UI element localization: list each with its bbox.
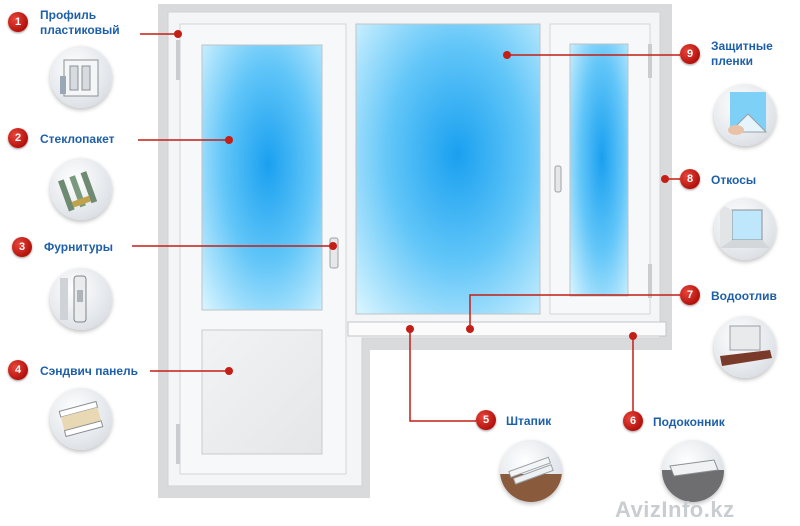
badge-glass-unit: 2 [8, 128, 28, 148]
dot-drip [466, 325, 474, 333]
label-slopes: Откосы [711, 173, 757, 187]
dot-sill [629, 332, 637, 340]
badge-films: 9 [680, 44, 700, 64]
door-glass [201, 44, 323, 311]
sandwich-panel-icon [50, 388, 112, 450]
pvc-profile-icon [50, 46, 112, 108]
door-hinge-bottom [176, 424, 180, 464]
right-hinge-2 [648, 264, 652, 298]
badge-drip: 7 [680, 285, 700, 305]
dot-bead [406, 325, 414, 333]
callout-lines [132, 33, 680, 422]
line-bead [409, 330, 476, 422]
callout-dots [174, 30, 669, 375]
label-bead: Штапик [506, 414, 552, 428]
badge-fittings: 3 [12, 237, 32, 257]
dot-sandwich [225, 367, 233, 375]
badge-bead: 5 [476, 410, 496, 430]
protective-film-icon [714, 84, 776, 146]
label-films: Защитные пленки [711, 39, 773, 68]
right-glass [569, 43, 629, 297]
right-handle [554, 165, 562, 193]
label-sandwich: Сэндвич панель [40, 364, 139, 378]
door-hinge-top [176, 40, 180, 80]
glass-unit-icon [50, 158, 112, 220]
line-drip [469, 294, 680, 329]
right-hinge [648, 44, 652, 78]
label-glass-unit: Стеклопакет [40, 132, 115, 146]
label-sill: Подоконник [653, 415, 725, 429]
badge-slopes: 8 [680, 169, 700, 189]
drip-edge-icon [714, 316, 776, 378]
dot-glass-unit [225, 136, 233, 144]
badge-sandwich: 4 [8, 360, 28, 380]
window-sill [347, 321, 667, 337]
dot-films [503, 51, 511, 59]
window-handle-icon [50, 268, 112, 330]
dot-profile [174, 30, 182, 38]
window-sill-icon [662, 440, 724, 502]
center-glass [355, 23, 541, 315]
badge-sill: 6 [623, 411, 643, 431]
label-drip: Водоотлив [711, 289, 777, 303]
badge-profile: 1 [8, 12, 28, 32]
glazing-bead-icon [500, 440, 562, 502]
label-profile: Профиль пластиковый [40, 8, 120, 37]
window-slopes-icon [714, 198, 776, 260]
label-fittings: Фурнитуры [44, 240, 113, 254]
dot-fittings [329, 242, 337, 250]
watermark: AvizInfo.kz [615, 497, 735, 522]
dot-slopes [661, 175, 669, 183]
sandwich-panel [201, 329, 323, 455]
